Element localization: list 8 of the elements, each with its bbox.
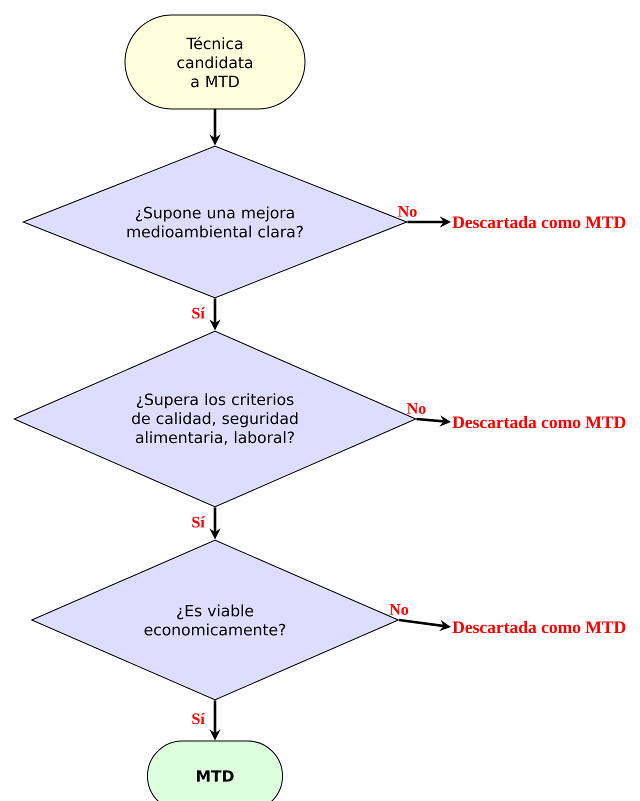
start-terminal: Técnica candidata a MTD (124, 14, 306, 110)
outcome-text: Descartada como MTD (452, 416, 626, 428)
edge-label: Sí (192, 516, 205, 528)
edge-label: Sí (192, 307, 205, 319)
outcome-text: Descartada como MTD (452, 620, 626, 634)
edge-label: Sí (192, 712, 205, 724)
end-terminal: MTD (147, 740, 283, 801)
outcome-text: Descartada como MTD (452, 216, 626, 228)
